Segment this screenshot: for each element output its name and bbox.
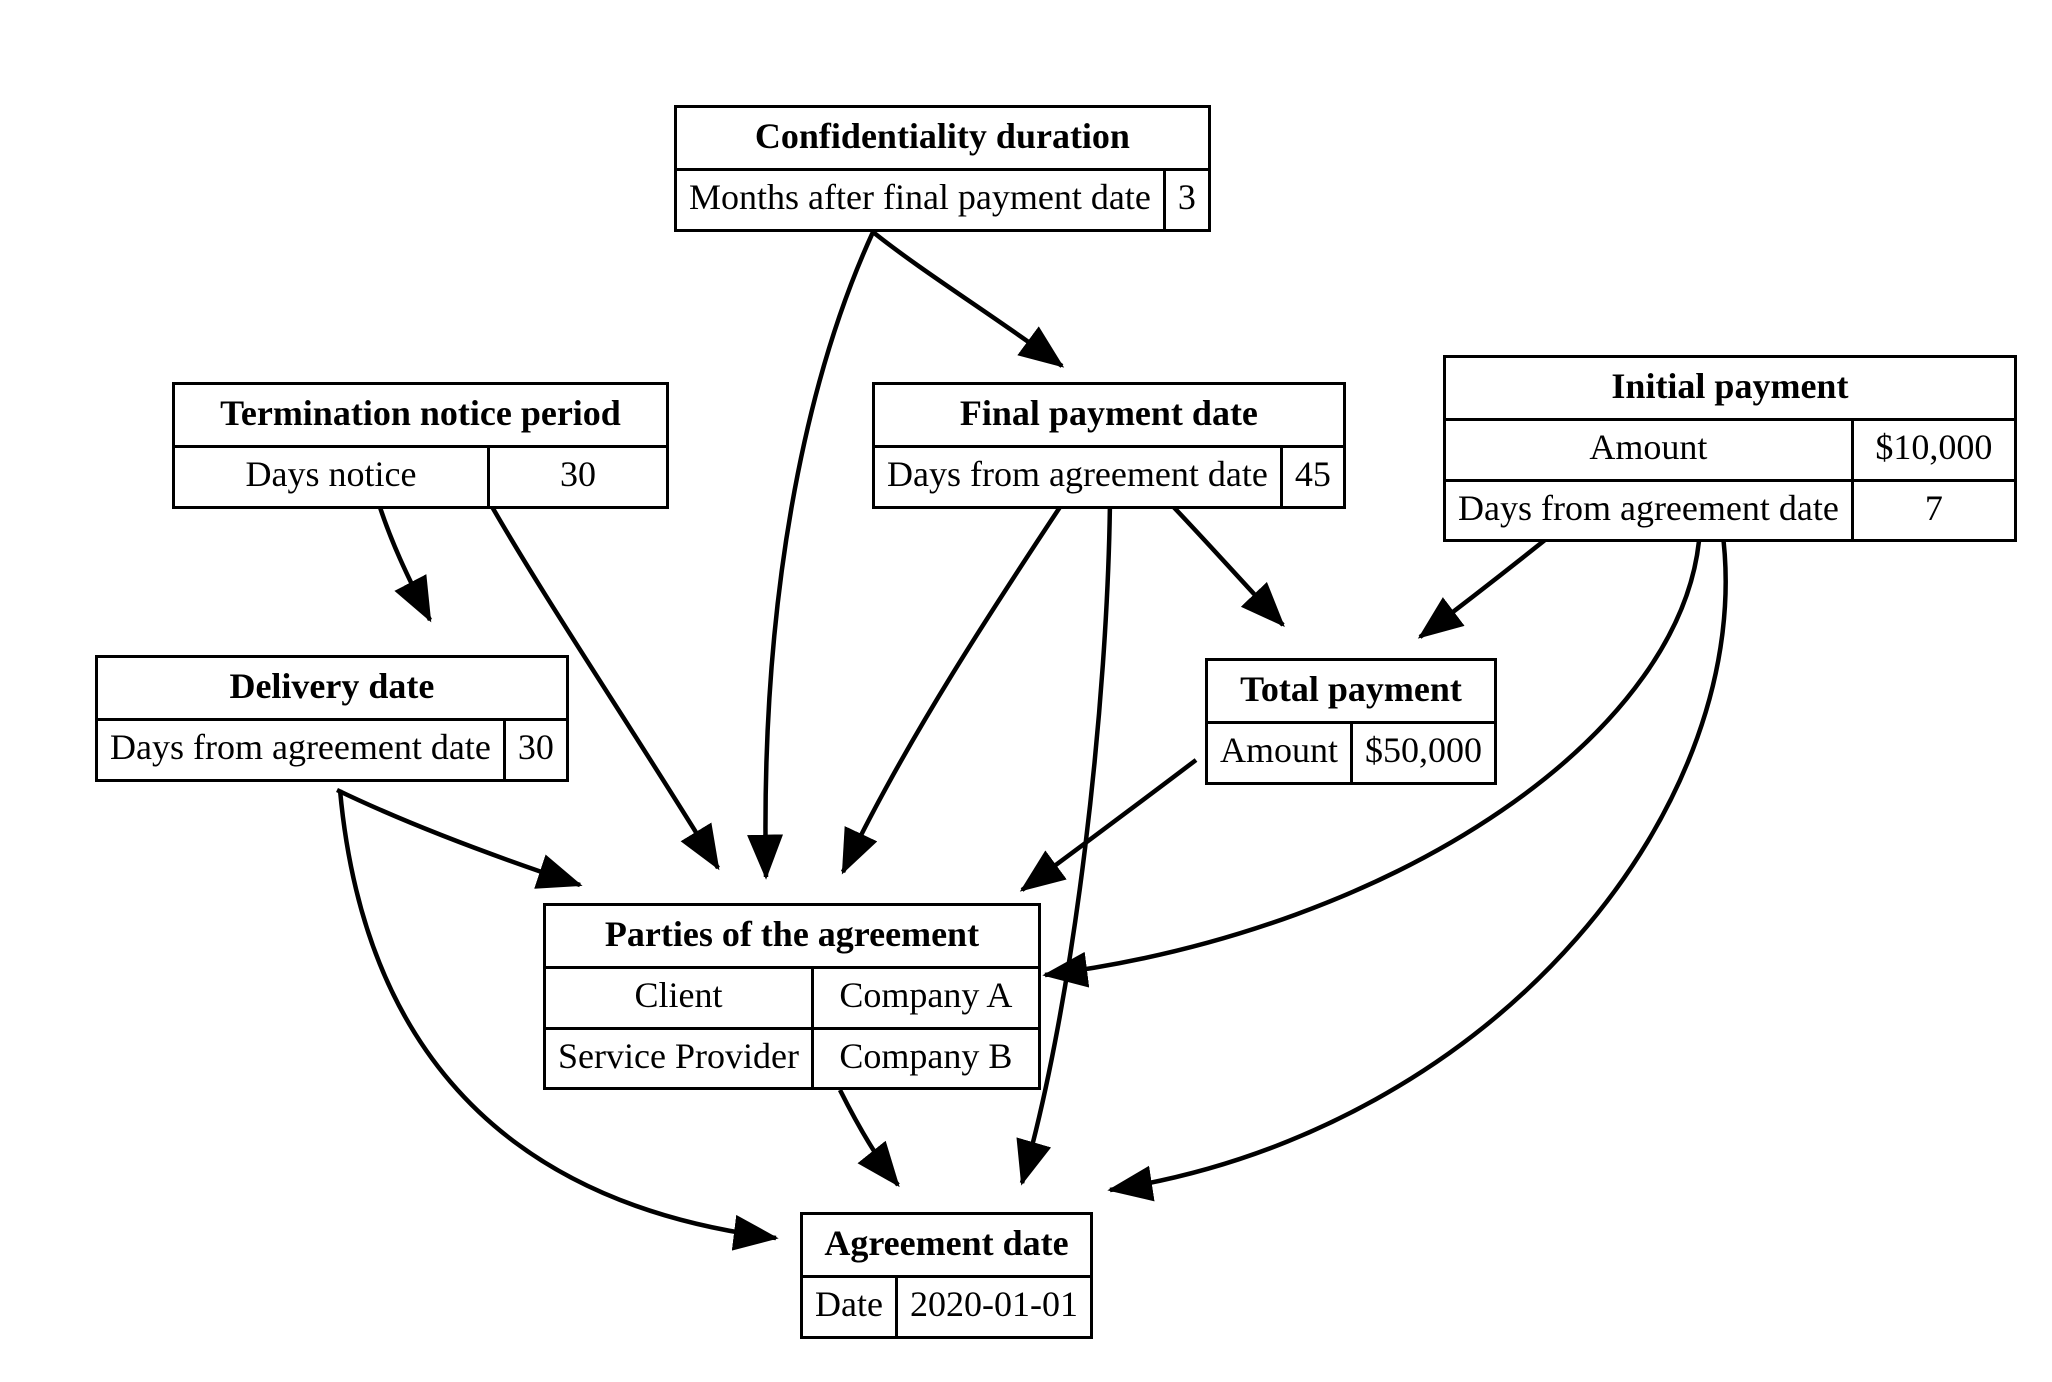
node-total-payment[interactable]: Total payment Amount $50,000 (1205, 658, 1498, 785)
edge-termination-to-delivery (374, 497, 432, 623)
node-title: Total payment (1208, 661, 1495, 724)
node-row: Date 2020-01-01 (803, 1277, 1090, 1336)
node-title: Final payment date (875, 385, 1343, 448)
row-value: 2020-01-01 (909, 1283, 1078, 1324)
node-row: Amount $50,000 (1208, 723, 1494, 782)
row-value: 7 (1924, 487, 1943, 528)
node-termination-notice-period[interactable]: Termination notice period Days notice 30 (172, 382, 669, 509)
row-value: $10,000 (1875, 426, 1993, 467)
node-title: Agreement date (803, 1215, 1090, 1278)
row-key: Date (803, 1277, 898, 1336)
node-parties-of-the-agreement[interactable]: Parties of the agreement Client Company … (543, 903, 1041, 1091)
row-value: 30 (517, 726, 554, 767)
node-initial-payment[interactable]: Initial payment Amount $10,000 Days from… (1443, 355, 2017, 543)
node-row: Days notice 30 (175, 447, 666, 506)
row-key: Months after final payment date (677, 170, 1166, 229)
edge-initial-payment-to-agreement-date (1107, 527, 1728, 1202)
node-row: Client Company A (546, 968, 1038, 1030)
node-title: Confidentiality duration (677, 108, 1208, 171)
node-row: Amount $10,000 (1446, 420, 2014, 482)
node-final-payment-date[interactable]: Final payment date Days from agreement d… (872, 382, 1346, 509)
node-title: Initial payment (1446, 358, 2014, 421)
row-key: Client (546, 968, 814, 1027)
edge-final-payment-to-total-payment (1163, 496, 1285, 627)
node-delivery-date[interactable]: Delivery date Days from agreement date 3… (95, 655, 569, 782)
node-confidentiality-duration[interactable]: Confidentiality duration Months after fi… (674, 105, 1211, 232)
row-key: Days from agreement date (875, 447, 1283, 506)
edge-delivery-to-parties (336, 787, 583, 889)
node-row: Days from agreement date 7 (1446, 481, 2014, 540)
node-title: Parties of the agreement (546, 906, 1038, 969)
node-row: Days from agreement date 30 (98, 720, 566, 779)
edge-final-payment-to-parties (840, 496, 1068, 875)
row-key: Days from agreement date (98, 720, 506, 779)
edge-initial-payment-to-total-payment (1417, 526, 1562, 639)
row-key: Days notice (175, 447, 490, 506)
row-key: Amount (1208, 723, 1354, 782)
edge-confidentiality-to-final-payment (871, 230, 1065, 368)
row-value: Company A (839, 974, 1013, 1015)
edge-total-payment-to-parties (1019, 758, 1198, 892)
row-value: 3 (1177, 176, 1196, 217)
node-row: Service Provider Company B (546, 1029, 1038, 1088)
node-row: Months after final payment date 3 (677, 170, 1208, 229)
row-value: 45 (1294, 453, 1331, 494)
row-value: Company B (839, 1035, 1013, 1076)
row-value: 30 (560, 453, 596, 494)
row-value: $50,000 (1365, 729, 1483, 770)
row-key: Amount (1446, 420, 1854, 479)
row-key: Service Provider (546, 1029, 814, 1088)
node-title: Delivery date (98, 658, 566, 721)
node-title: Termination notice period (175, 385, 666, 448)
node-row: Days from agreement date 45 (875, 447, 1343, 506)
row-key: Days from agreement date (1446, 481, 1854, 540)
edge-parties-to-agreement-date (837, 1088, 900, 1188)
edge-confidentiality-to-parties (747, 231, 876, 880)
node-agreement-date[interactable]: Agreement date Date 2020-01-01 (800, 1212, 1093, 1339)
